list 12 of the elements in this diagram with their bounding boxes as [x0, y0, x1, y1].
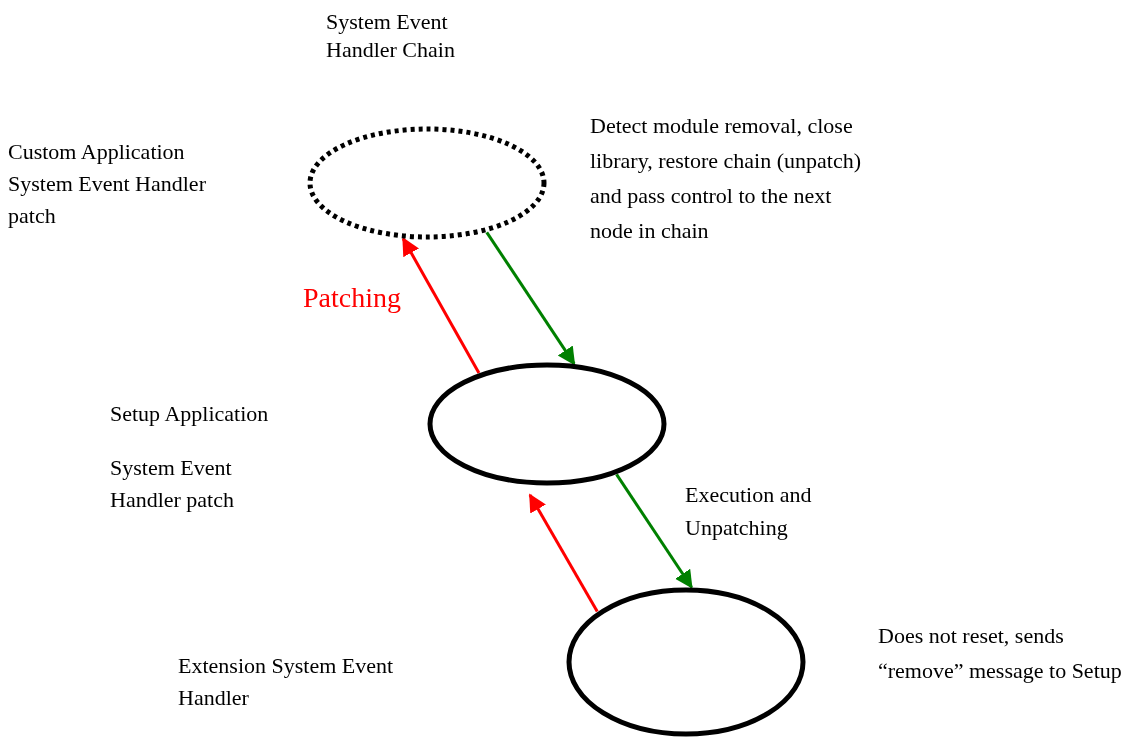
node-heading: System Event Handler Chain — [326, 8, 456, 64]
annotation-text: Detect module removal, close library, restore chain (unpatch) and pass control to the next node in chain — [590, 112, 862, 245]
annotation-text: Custom Application System Event Handler patch — [8, 138, 207, 230]
node-caption: Does not reset, sends “remove” message to Setup — [878, 622, 1123, 685]
annotation-text: Extension System Event Handler — [178, 652, 395, 712]
arrow — [401, 237, 481, 374]
node-caption: System Event Handler patch — [110, 454, 235, 514]
annotation-text: Execution and Unpatching — [685, 481, 813, 542]
arrow — [528, 493, 599, 613]
arrow — [615, 473, 693, 589]
node-caption: Setup Application — [110, 400, 270, 428]
arrow — [485, 231, 576, 366]
